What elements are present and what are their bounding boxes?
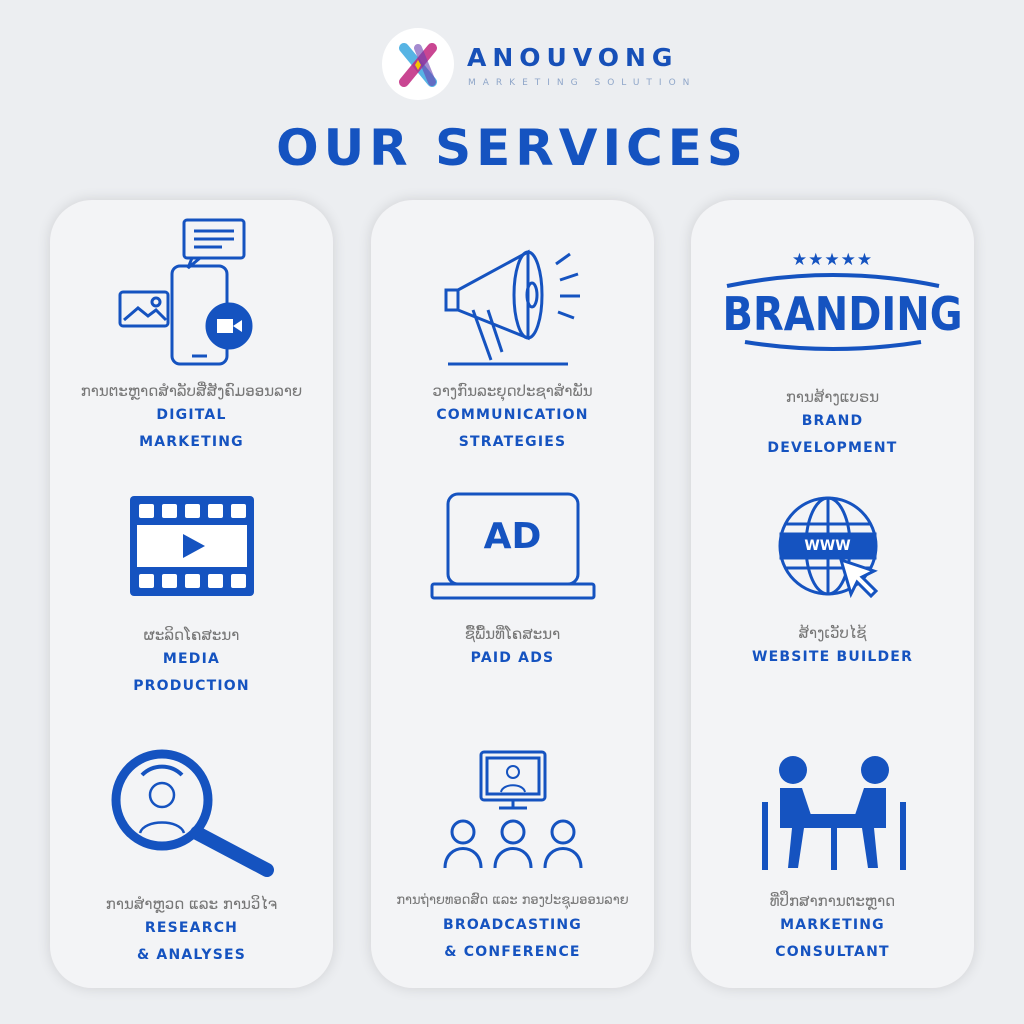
service-title-line1: COMMUNICATION (436, 407, 589, 423)
page-title: OUR SERVICES (276, 119, 748, 177)
service-lao-label: ການຖ່າຍທອດສົດ ແລະ ກອງປະຊຸມອອນລາຍ (396, 893, 629, 908)
service-lao-label: ທີ່ປຶກສາການຕະຫຼາດ (769, 892, 896, 910)
conference-icon (443, 750, 582, 869)
ad-badge: AD (483, 516, 542, 557)
brand-tagline: MARKETING SOLUTION (468, 78, 697, 88)
service-title-line1: RESEARCH (144, 920, 239, 936)
column-1: ການຕະຫຼາດສຳລັບສື່ສັງຄົມອອນລາຍ DIGITAL MA… (50, 200, 333, 988)
service-broadcasting: ການຖ່າຍທອດສົດ ແລະ ກອງປະຊຸມອອນລາຍ BROADCA… (371, 748, 654, 966)
banner-arcs-icon (726, 273, 939, 351)
branding-badge-icon: ★★★★★ BRANDING (722, 250, 963, 376)
service-title-line1: PAID ADS (470, 650, 555, 666)
service-lao-label: ຜະລິດໂຄສະນາ (143, 626, 240, 644)
service-brand-development: ★★★★★ BRANDING ການສ້າງແບຣນ BRAND DEVELOP… (691, 250, 974, 462)
service-title-line1: MARKETING (780, 917, 885, 933)
service-paid-ads: AD ຊື້ພື້ນທີ່ໂຄສະນາ PAID ADS (371, 490, 654, 672)
service-lao-label: ຊື້ພື້ນທີ່ໂຄສະນາ (464, 625, 561, 643)
service-marketing-consultant: ທີ່ປຶກສາການຕະຫຼາດ MARKETING CONSULTANT (691, 752, 974, 966)
service-lao-label: ສ້າງເວັບໄຊ້ (798, 624, 867, 642)
globe-www-icon: WWW (773, 494, 893, 604)
stars-icon: ★★★★★ (791, 250, 874, 270)
service-title-line2: CONSULTANT (775, 944, 890, 960)
column-2: ວາງກົນລະຍຸດປະຊາສຳພັນ COMMUNICATION STRAT… (371, 200, 654, 988)
service-title-line1: MEDIA (162, 651, 221, 667)
service-lao-label: ວາງກົນລະຍຸດປະຊາສຳພັນ (432, 382, 593, 400)
brand-name: ANOUVONG (467, 43, 679, 72)
logo-mark (382, 28, 454, 100)
service-media-production: ຜະລິດໂຄສະນາ MEDIA PRODUCTION (50, 492, 333, 700)
service-lao-label: ການຕະຫຼາດສຳລັບສື່ສັງຄົມອອນລາຍ (80, 382, 303, 400)
service-communication: ວາງກົນລະຍຸດປະຊາສຳພັນ COMMUNICATION STRAT… (371, 240, 654, 456)
service-title-line2: STRATEGIES (458, 434, 567, 450)
smartphone-chat-icon (118, 218, 252, 366)
service-title-line2: & ANALYSES (136, 947, 247, 963)
column-3: ★★★★★ BRANDING ການສ້າງແບຣນ BRAND DEVELOP… (691, 200, 974, 988)
service-website-builder: WWW ສ້າງເວັບໄຊ້ WEBSITE BUILDER (691, 494, 974, 671)
service-title-line1: BROADCASTING (443, 917, 582, 933)
branding-text: BRANDING (722, 288, 963, 342)
service-title-line2: MARKETING (139, 434, 244, 450)
megaphone-icon (444, 249, 580, 366)
service-digital-marketing: ການຕະຫຼາດສຳລັບສື່ສັງຄົມອອນລາຍ DIGITAL MA… (50, 216, 333, 456)
laptop-icon (430, 492, 595, 600)
service-lao-label: ການສ້າງແບຣນ (785, 388, 880, 406)
service-title-line1: BRAND (801, 413, 864, 429)
service-title-line2: DEVELOPMENT (767, 440, 898, 456)
service-lao-label: ການສຳຫຼວດ ແລະ ການວິໄຈ (105, 895, 278, 913)
meeting-icon (761, 756, 906, 870)
service-title-line2: & CONFERENCE (444, 944, 581, 960)
service-title-line2: PRODUCTION (133, 678, 250, 694)
globe-icon (778, 496, 878, 599)
laptop-ad-icon: AD (428, 490, 598, 605)
service-research: ການສຳຫຼວດ ແລະ ການວິໄຈ RESEARCH & ANALYSE… (50, 745, 333, 969)
logo-icon (399, 43, 437, 87)
film-strip-icon (129, 496, 254, 596)
service-title-line1: WEBSITE BUILDER (751, 649, 914, 665)
service-title-line1: DIGITAL (156, 407, 227, 423)
magnifier-person-icon (111, 749, 274, 877)
www-label: WWW (804, 538, 851, 554)
